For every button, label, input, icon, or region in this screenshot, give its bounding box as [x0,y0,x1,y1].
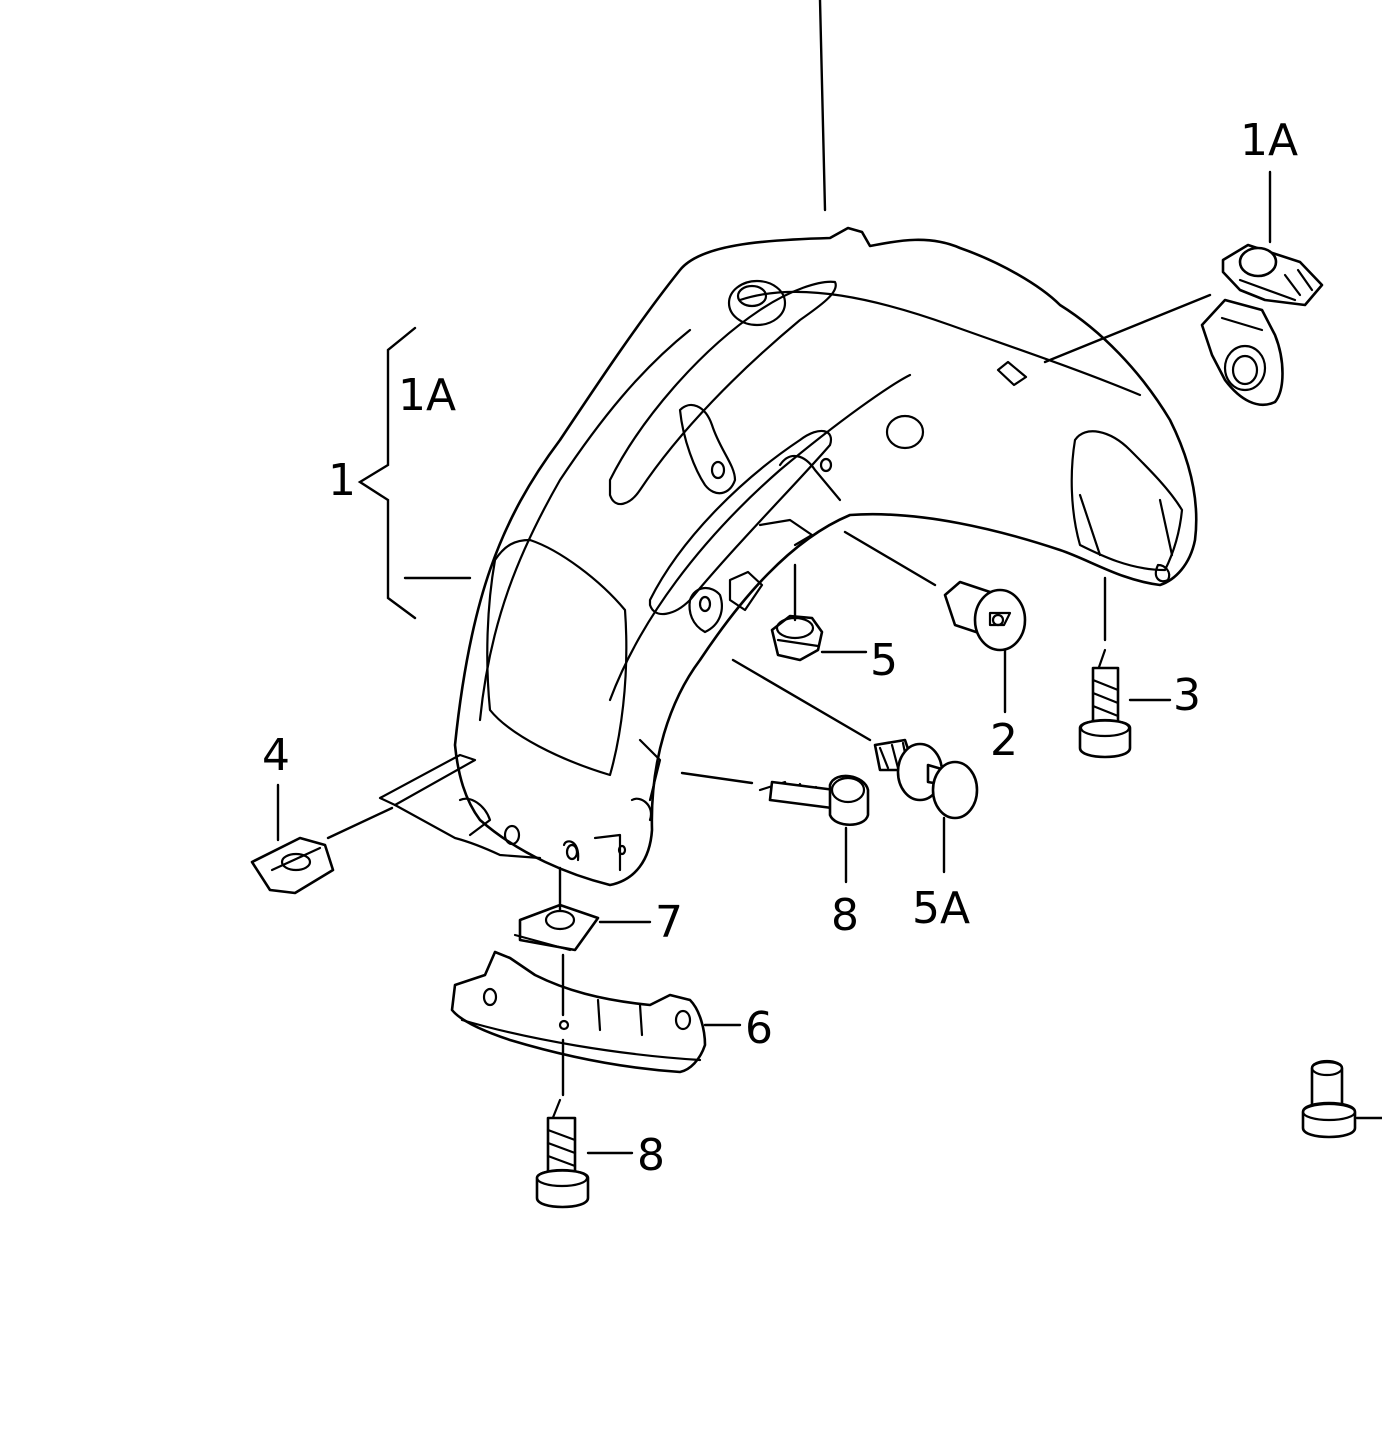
leader-plug [731,658,872,742]
leader-screw-8-upper [680,771,754,785]
leader-top [818,0,827,212]
bracket-brace-1 [357,326,417,620]
callout-8-lower: 8 [637,1130,665,1181]
wheel-housing-liner [378,226,1198,887]
callout-labels: 1 1A 1A 2 3 4 5 5A 6 7 8 8 [262,115,1298,1181]
callout-8-upper: 8 [831,890,859,941]
spring-nut-4 [250,836,335,895]
leader-rivet-2 [843,530,937,587]
clip-1a [1200,243,1324,407]
bolt-bottom-right [1301,1059,1357,1139]
callout-5: 5 [870,635,898,686]
nut-5 [770,614,824,662]
plug-5a [873,738,979,820]
bracket-7 [513,903,600,952]
callout-2: 2 [990,715,1018,766]
leader-lines [276,0,1382,1155]
callout-6: 6 [745,1003,773,1054]
callout-1a-bracket: 1A [398,370,456,421]
leader-clip-to-liner [1043,293,1212,364]
screw-3 [1078,648,1132,759]
bracket-6 [450,950,707,1074]
callout-7: 7 [655,897,683,948]
leader-4-to-liner [326,806,394,840]
callout-3: 3 [1173,670,1201,721]
callout-5a: 5A [912,883,970,934]
screw-8-upper [758,774,870,827]
screw-8-lower [535,1098,590,1209]
callout-1a-clip: 1A [1240,115,1298,166]
callout-1: 1 [328,455,356,506]
expanding-rivet-2 [943,580,1027,652]
callout-4: 4 [262,730,290,781]
